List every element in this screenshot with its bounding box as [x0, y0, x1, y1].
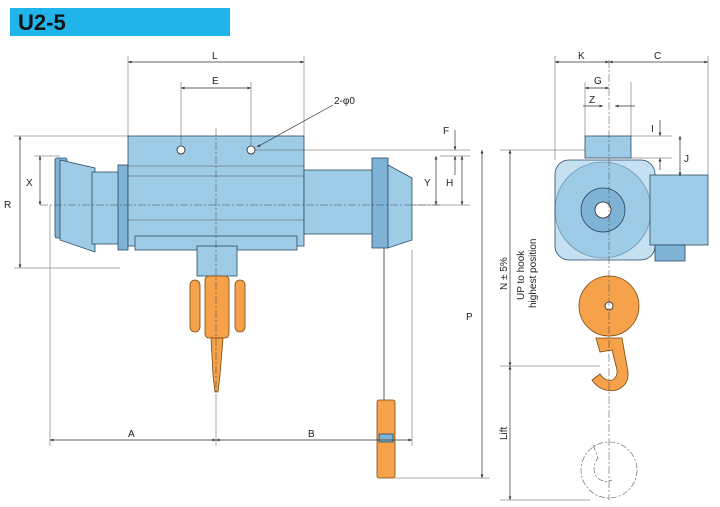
title-bar: U2-5 [10, 8, 230, 36]
hook-block [204, 275, 230, 339]
dim-N: N ± 5% [499, 257, 510, 290]
dim-lift: Lift [499, 426, 510, 440]
mount-hole-right [246, 145, 256, 155]
side-view: K C G Z I J N ± 5% UP to hoo [499, 51, 709, 501]
dim-K: K [578, 51, 585, 62]
right-end-cap [387, 164, 413, 249]
dim-F: F [443, 126, 449, 137]
mount-hole-left [176, 145, 186, 155]
gearbox [303, 169, 375, 235]
left-motor [59, 159, 96, 253]
dim-X: X [26, 178, 33, 189]
side-hook [591, 337, 629, 392]
dim-Z: Z [589, 95, 595, 106]
sheave-left [189, 279, 201, 333]
dim-hole: 2-φ0 [334, 96, 355, 107]
right-flange [371, 157, 389, 249]
dim-J: J [684, 154, 689, 165]
hook-shank [210, 337, 224, 393]
dim-G: G [594, 76, 602, 87]
dim-N-note-1: UP to hook [516, 250, 527, 300]
left-flange [117, 164, 129, 251]
dim-H: H [446, 178, 453, 189]
title-text: U2-5 [18, 10, 66, 35]
front-view: L E 2-φ0 F Y H R [4, 51, 490, 479]
left-coupling [91, 171, 123, 245]
dim-N-note-2: highest position [528, 239, 539, 309]
dim-E: E [212, 76, 219, 87]
dim-A: A [128, 429, 135, 440]
side-top-block [584, 135, 632, 159]
hook-block-frame [196, 245, 238, 277]
dim-C: C [654, 51, 661, 62]
dim-R: R [4, 200, 11, 211]
sheave-right [234, 279, 246, 333]
dim-B: B [308, 429, 315, 440]
dim-L: L [212, 51, 218, 62]
dim-I: I [651, 124, 654, 135]
dim-P: P [466, 312, 473, 323]
lowest-hook-phantom [580, 441, 638, 499]
side-motor [649, 174, 709, 246]
dim-Y: Y [424, 178, 431, 189]
